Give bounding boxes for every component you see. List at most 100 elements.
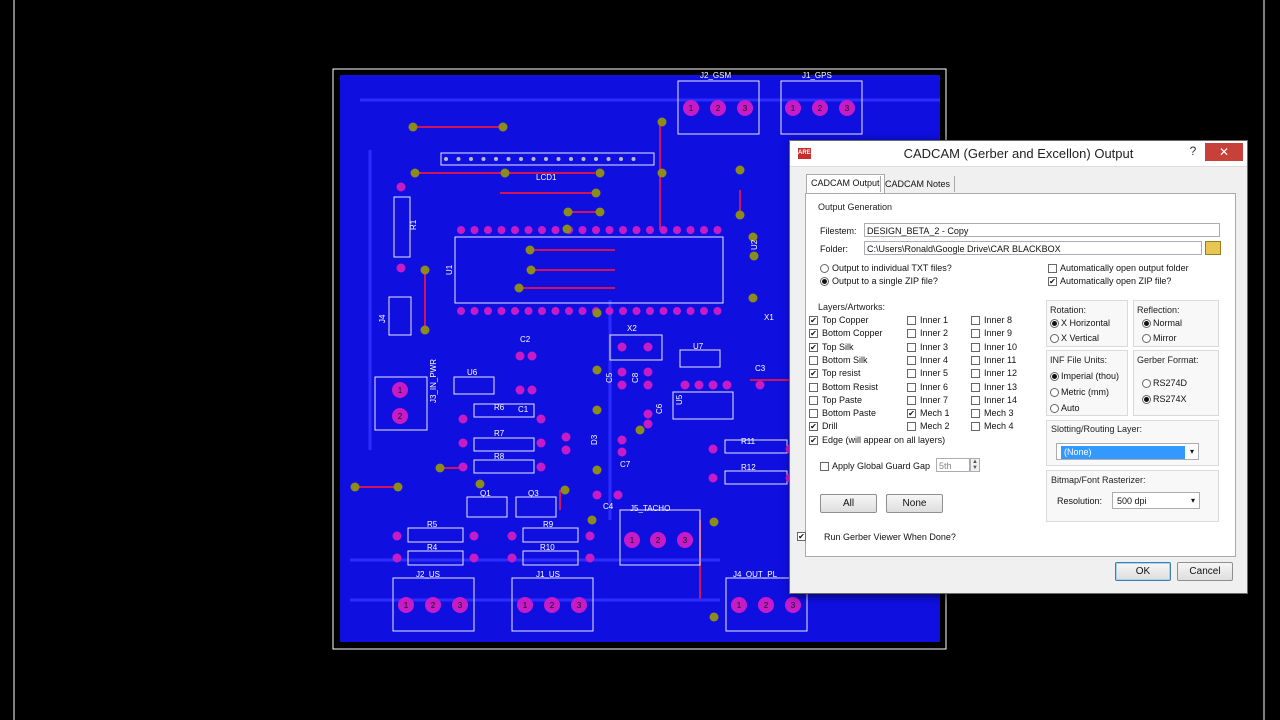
lcd1-pin-3: [481, 157, 486, 161]
layer-inner-6-checkbox[interactable]: [907, 382, 916, 392]
u1-top-pin-5: [524, 226, 533, 234]
layer-mech-1-checkbox[interactable]: ✔: [907, 409, 916, 419]
layer-top-6-checkbox[interactable]: [809, 395, 818, 405]
layer-mech-4-checkbox[interactable]: [971, 422, 980, 432]
dialog-titlebar[interactable]: ARES CADCAM (Gerber and Excellon) Output…: [790, 141, 1247, 167]
component-outline-6: [374, 376, 428, 431]
layer-bottom-1-checkbox[interactable]: ✔: [809, 329, 818, 339]
layer-top-4-checkbox[interactable]: ✔: [809, 369, 818, 379]
part-pad-34: [592, 490, 602, 500]
inf-metric-radio[interactable]: [1050, 388, 1059, 397]
layer-bottom-7-checkbox[interactable]: [809, 409, 818, 419]
inf-auto-radio[interactable]: [1050, 404, 1059, 413]
all-button[interactable]: All: [820, 494, 877, 513]
folder-browse-icon[interactable]: [1205, 241, 1221, 255]
u1-top-pin-3: [497, 226, 506, 234]
via-13: [420, 265, 430, 275]
connector-pad-12-number: 1: [737, 601, 742, 610]
label-j4_out: J4_OUT_PL: [733, 570, 778, 579]
layer-mech-2-checkbox[interactable]: [907, 422, 916, 432]
filestem-label: Filestem:: [820, 226, 857, 236]
spin-down-icon[interactable]: ▼: [972, 465, 978, 471]
part-pad-37: [396, 182, 406, 192]
guard-gap-checkbox[interactable]: [820, 462, 829, 471]
guard-gap-input[interactable]: 5th: [936, 458, 970, 472]
auto-open-zip-checkbox[interactable]: ✔: [1048, 277, 1057, 286]
layer-inner-1-checkbox[interactable]: [907, 316, 916, 325]
cancel-button[interactable]: Cancel: [1177, 562, 1233, 581]
layer-inner-10-label: Inner 10: [984, 341, 1018, 352]
connector-pad-12: [731, 597, 747, 613]
label-j2_us: J2_US: [416, 570, 440, 579]
layer-inner-11-checkbox[interactable]: [971, 355, 980, 365]
tab-cadcam-notes[interactable]: CADCAM Notes: [880, 176, 956, 192]
help-button[interactable]: ?: [1189, 144, 1197, 158]
part-pad-36: [755, 380, 765, 390]
filestem-input[interactable]: DESIGN_BETA_2 - Copy: [864, 223, 1220, 237]
layer-inner-2-checkbox[interactable]: [907, 329, 916, 339]
connector-pad-11-number: 3: [577, 601, 582, 610]
u1-top-pin-6: [538, 226, 546, 234]
label-c3: C3: [755, 364, 766, 373]
layer-top-0-checkbox[interactable]: ✔: [809, 316, 818, 325]
guard-gap-spinner[interactable]: ▲▼: [970, 458, 980, 472]
layer-inner-10-checkbox[interactable]: [971, 342, 980, 352]
layer-top-2-label: Top Silk: [822, 341, 854, 352]
lcd1-pin-4: [494, 157, 498, 161]
layer-mech-3-checkbox[interactable]: [971, 409, 980, 419]
folder-input[interactable]: C:\Users\Ronald\Google Drive\CAR BLACKBO…: [864, 241, 1202, 255]
label-c2: C2: [520, 335, 531, 344]
layer-drill-8-checkbox[interactable]: ✔: [809, 422, 818, 432]
rs274d-radio[interactable]: [1142, 379, 1151, 388]
layer-inner-5-checkbox[interactable]: [907, 369, 916, 379]
via-11: [735, 165, 745, 175]
part-pad-16: [515, 385, 525, 395]
resolution-select[interactable]: 500 dpi ▾: [1112, 492, 1200, 509]
rotation-vertical-radio[interactable]: [1050, 334, 1059, 343]
label-c6: C6: [655, 403, 664, 414]
layer-bottom-5-checkbox[interactable]: [809, 382, 818, 392]
reflection-mirror-radio[interactable]: [1142, 334, 1151, 343]
layer-inner-8-checkbox[interactable]: [971, 316, 980, 325]
layer-inner-14-checkbox[interactable]: [971, 395, 980, 405]
close-button[interactable]: ✕: [1205, 143, 1243, 161]
layer-inner-13-checkbox[interactable]: [971, 382, 980, 392]
ok-button[interactable]: OK: [1115, 562, 1171, 581]
part-pad-8: [392, 553, 402, 563]
rotation-horizontal-radio[interactable]: [1050, 319, 1059, 328]
output-txt-radio[interactable]: [820, 264, 829, 273]
layer-inner-3-label: Inner 3: [920, 341, 949, 352]
layer-bottom-3-label: Bottom Silk: [822, 354, 868, 365]
inf-imperial-radio[interactable]: [1050, 372, 1059, 381]
component-outline-4: [393, 196, 411, 258]
connector-pad-2: [737, 100, 753, 116]
connector-pad-5-number: 3: [845, 104, 850, 113]
inf-auto-label: Auto: [1061, 403, 1080, 413]
part-pad-4: [458, 462, 468, 472]
none-button[interactable]: None: [886, 494, 943, 513]
layer-inner-9-checkbox[interactable]: [971, 329, 980, 339]
label-x2: X2: [627, 324, 637, 333]
connector-pad-10: [544, 597, 560, 613]
rotation-group: [1046, 300, 1128, 347]
layer-edge-9-checkbox[interactable]: ✔: [809, 435, 818, 445]
layer-bottom-3-checkbox[interactable]: [809, 355, 818, 365]
spin-up-icon[interactable]: ▲: [972, 459, 978, 465]
auto-open-folder-checkbox[interactable]: [1048, 264, 1057, 273]
via-22: [435, 463, 445, 473]
run-viewer-checkbox[interactable]: ✔: [797, 532, 806, 541]
layer-top-2-checkbox[interactable]: ✔: [809, 342, 818, 352]
layer-inner-12-checkbox[interactable]: [971, 369, 980, 379]
layer-inner-4-checkbox[interactable]: [907, 355, 916, 365]
output-zip-radio[interactable]: [820, 277, 829, 286]
connector-pad-17: [677, 532, 693, 548]
connector-pad-8: [452, 597, 468, 613]
slotting-select[interactable]: (None) ▾: [1056, 443, 1199, 460]
reflection-normal-radio[interactable]: [1142, 319, 1151, 328]
folder-label: Folder:: [820, 244, 849, 254]
tab-cadcam-output[interactable]: CADCAM Output: [806, 174, 885, 193]
layer-inner-3-checkbox[interactable]: [907, 342, 916, 352]
via-4: [595, 168, 605, 178]
rs274x-radio[interactable]: [1142, 395, 1151, 404]
layer-inner-7-checkbox[interactable]: [907, 395, 916, 405]
